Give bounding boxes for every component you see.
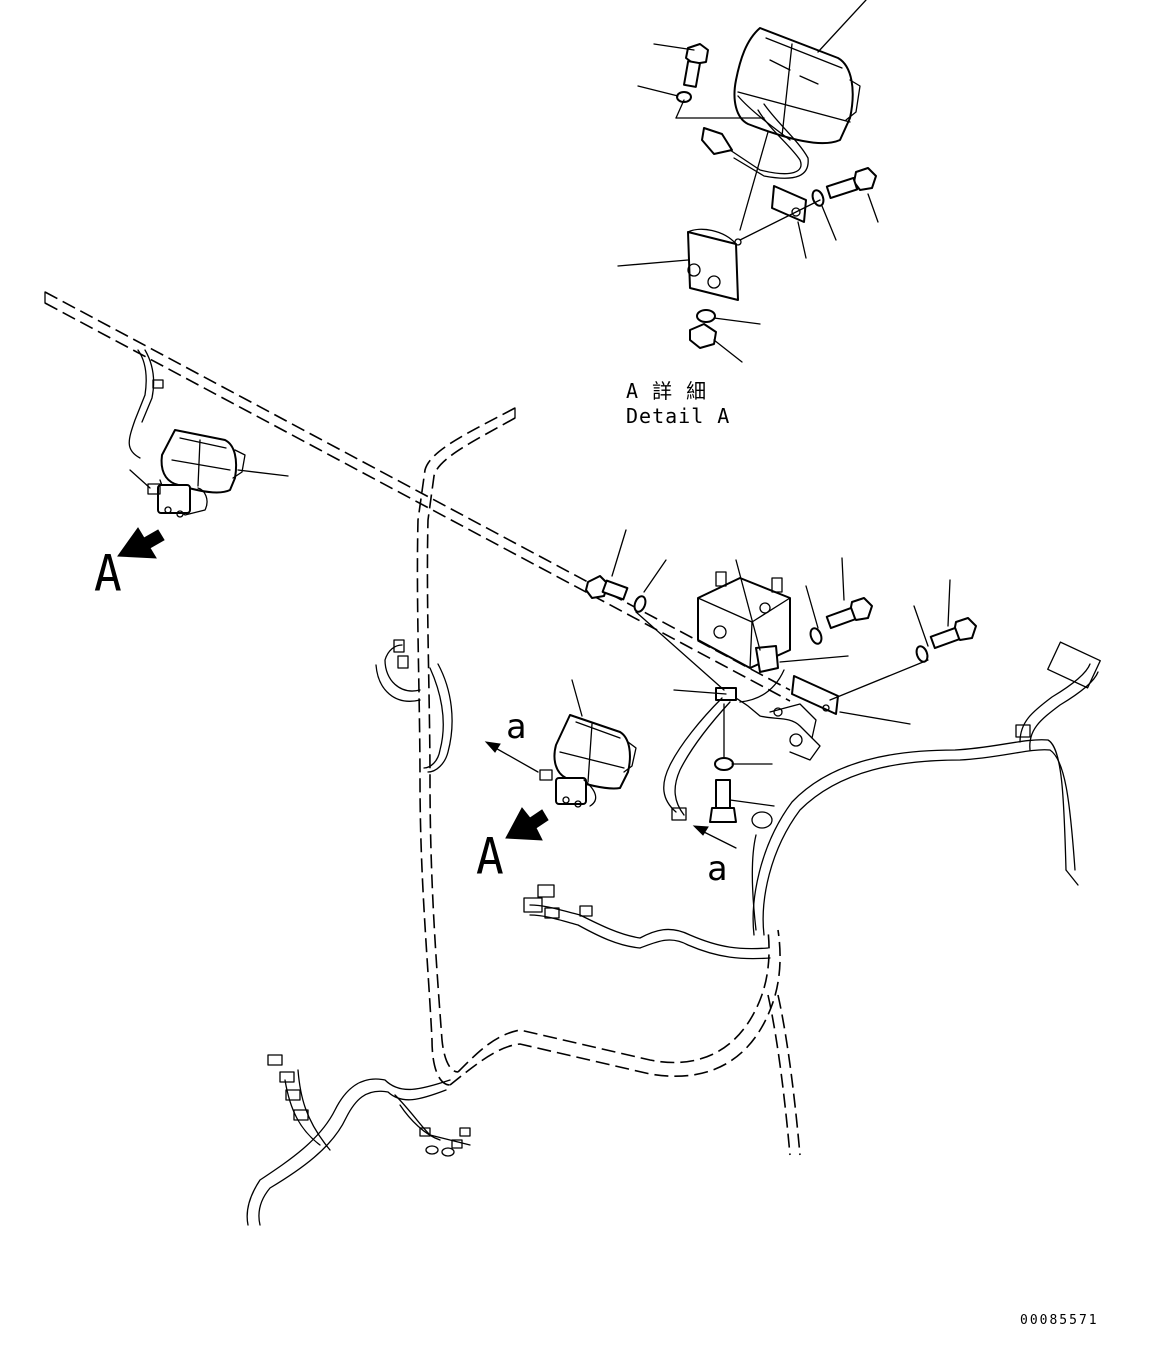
view-arrow-icon-center [505,807,549,841]
pillar-harness [375,639,453,773]
bolt-icon-2 [825,597,873,630]
washer-icon-2 [809,627,823,645]
detail-a-hardware [617,0,879,363]
bolt-icon-1 [585,575,629,601]
bolt-icon-4 [709,779,737,823]
cab-pillar [416,407,516,1086]
work-lamp-left [128,349,289,518]
view-arrow-icon-left [117,527,165,559]
main-wiring-harness [246,641,1101,1226]
view-label-a-left: A [94,543,122,603]
detail-title-jp: A 詳 細 [626,379,708,403]
ref-label-a-lower: a [707,849,728,889]
detail-a-lamp [701,27,861,179]
cab-roof-beam [44,291,791,702]
ref-arrow-lower [692,825,737,849]
washer-icon-1 [633,595,647,613]
leader-lines-center [611,529,951,807]
bolt-icon-3 [929,617,977,650]
lamp-cable-center [663,697,731,821]
washer-icon-4 [714,757,734,771]
work-lamp-center [539,679,637,808]
drawing-number: 00085571 [1020,1313,1099,1328]
ref-arrow-upper [484,741,539,773]
view-label-a-center: A [476,826,504,886]
ref-label-a-upper: a [506,707,527,747]
detail-title-en: Detail A [626,404,731,428]
cab-mount-assembly [697,571,839,761]
